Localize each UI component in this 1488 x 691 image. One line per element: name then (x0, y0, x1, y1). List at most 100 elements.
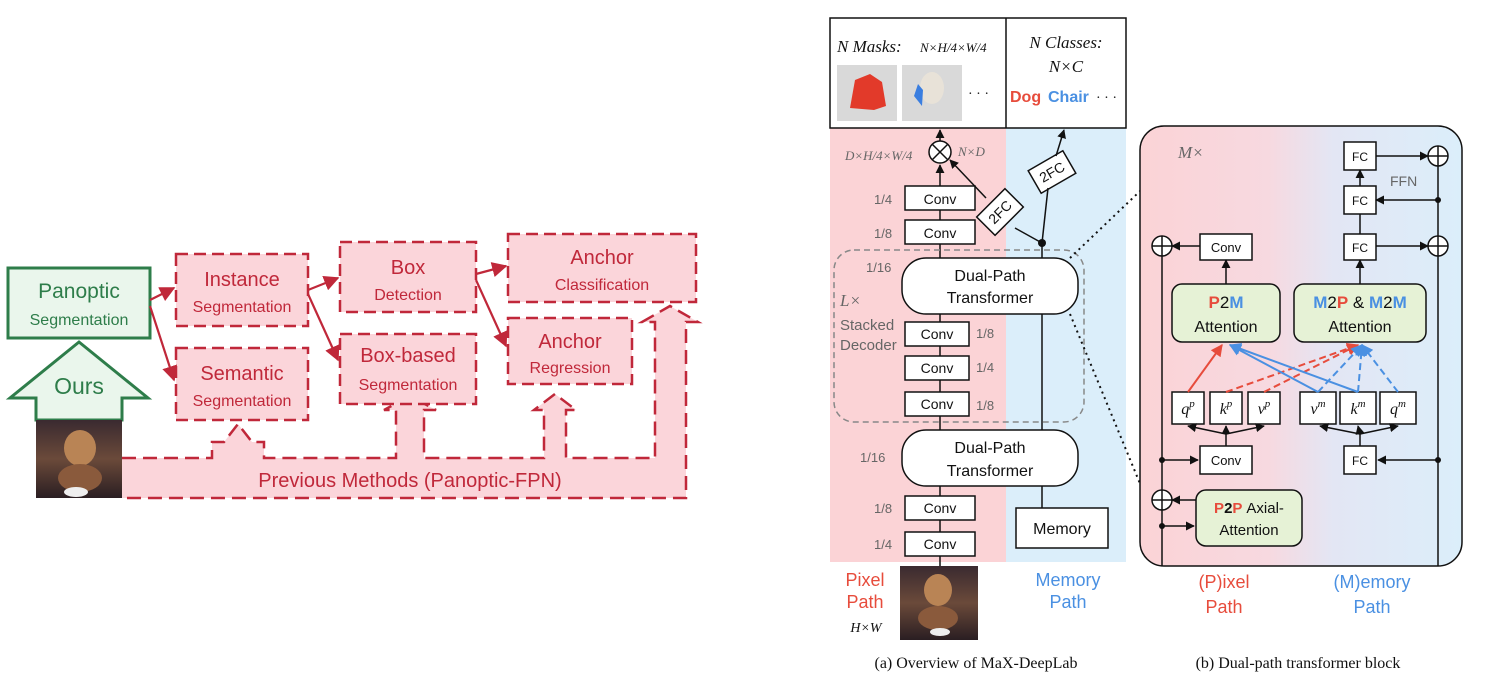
conv-dec-2 (904, 355, 970, 381)
decoder-label: Decoder (840, 337, 897, 354)
previous-methods-label: Previous Methods (Panoptic-FPN) (258, 470, 561, 492)
instance-sublabel: Segmentation (193, 299, 292, 316)
m2p-m2m-attention (1293, 283, 1427, 343)
stacked-decoder-region (833, 249, 1085, 423)
attention-label: Attention (1328, 319, 1391, 336)
axial-attention-label: Attention (1219, 522, 1278, 539)
panoptic-box (6, 266, 152, 340)
km-label: km (1350, 398, 1365, 418)
qm-label: qm (1390, 398, 1406, 418)
scale-label: 1/8 (976, 398, 994, 413)
vp-box (1247, 391, 1281, 425)
p2m-label: P2M (1209, 293, 1244, 312)
qkv-memory: vm km qm (1299, 391, 1417, 425)
semantic-sublabel: Segmentation (193, 393, 292, 410)
memory-fc-mid (1343, 233, 1377, 261)
panoptic-sublabel: Segmentation (30, 312, 129, 329)
nxd-label: N×D (957, 144, 985, 159)
anchor-cls-label: Anchor (570, 247, 634, 269)
scale-label: 1/4 (874, 192, 892, 207)
scale-label: 1/8 (976, 326, 994, 341)
box-detection-sublabel: Detection (374, 287, 442, 304)
ours-arrow (5, 340, 153, 422)
dual-path-label: Dual-Path (954, 268, 1025, 285)
stack-multiplier: L× (839, 291, 861, 310)
masks-formula: N×H/4×W/4 (919, 40, 987, 55)
dog-image (36, 420, 122, 498)
anchor-cls-sublabel: Classification (555, 277, 649, 294)
conv-label: Conv (924, 191, 957, 207)
memory-path-label: Memory (1035, 570, 1100, 590)
scale-label: 1/4 (874, 537, 892, 552)
classes-label: N Classes: (1028, 33, 1102, 52)
attention-arrows (1187, 342, 1399, 393)
memory-box (1015, 507, 1109, 549)
p2p-axial-attention (1195, 489, 1303, 547)
box-based-sublabel: Segmentation (359, 377, 458, 394)
memory-path-bg (1006, 128, 1126, 562)
conv-label: Conv (924, 536, 957, 552)
vm-label: vm (1310, 398, 1325, 418)
left-diagram: Panoptic Segmentation Ours Previous Meth… (5, 232, 703, 500)
box-detection-label: Box (391, 257, 425, 279)
dual-path-transformer-2 (901, 429, 1079, 487)
block-pixel-path-label: (P)ixel (1198, 572, 1249, 592)
memory-label: Memory (1033, 521, 1091, 538)
conv-label: Conv (924, 225, 957, 241)
scale-label: 1/8 (874, 501, 892, 516)
class-chair: Chair (1048, 89, 1089, 106)
transformer-label: Transformer (947, 463, 1034, 480)
twofc-class: 2FC (1027, 149, 1077, 195)
conv-dec-3 (904, 391, 970, 417)
ffn-label: FFN (1390, 173, 1417, 189)
vp-label: vp (1258, 398, 1271, 418)
scale-label: 1/8 (874, 226, 892, 241)
transformer-label: Transformer (947, 290, 1034, 307)
conv-1-4-top (904, 185, 976, 211)
kp-label: kp (1220, 398, 1233, 418)
block-pixel-path-sublabel: Path (1205, 597, 1242, 617)
scale-label: 1/16 (860, 450, 885, 465)
conv-dec-1 (904, 321, 970, 347)
instance-label: Instance (204, 269, 280, 291)
anchor-reg-label: Anchor (538, 331, 602, 353)
pixel-conv-bottom (1199, 445, 1253, 475)
box-detection-box (338, 240, 478, 314)
dxhw-label: D×H/4×W/4 (844, 148, 913, 163)
masks-label: N Masks: (836, 37, 902, 56)
mask-thumb-chair (902, 65, 962, 121)
dual-path-label: Dual-Path (954, 440, 1025, 457)
semantic-box (174, 346, 310, 422)
dual-path-transformer-1 (901, 257, 1079, 315)
fc-label: FC (1352, 241, 1368, 255)
classes-formula: N×C (1048, 57, 1084, 76)
panoptic-label: Panoptic (38, 280, 120, 303)
scale-label: 1/4 (976, 360, 994, 375)
qm-box (1379, 391, 1417, 425)
fc-label: FC (1352, 194, 1368, 208)
scale-label: 1/16 (866, 260, 891, 275)
pixel-path-label: Pixel (845, 570, 884, 590)
qp-label: qp (1181, 398, 1195, 418)
attention-label: Attention (1194, 319, 1257, 336)
conv-label: Conv (1211, 453, 1242, 468)
mask-thumb-dog (837, 65, 897, 121)
semantic-label: Semantic (200, 363, 283, 385)
conv-label: Conv (921, 396, 954, 412)
conv-bottom-2 (904, 531, 976, 557)
p2m-attention (1171, 283, 1281, 343)
overview-diagram: N Masks: N×H/4×W/4 · · · N Classes: N×C … (829, 17, 1127, 672)
fc-label: FC (1352, 454, 1368, 468)
stacked-label: Stacked (840, 317, 894, 334)
flow-arrows (148, 262, 508, 382)
conv-label: Conv (921, 326, 954, 342)
pixel-path-sublabel: Path (846, 592, 883, 612)
conv-label: Conv (921, 360, 954, 376)
conv-1-8-top (904, 219, 976, 245)
kp-box (1209, 391, 1243, 425)
anchor-cls-box (506, 232, 698, 304)
instance-box (174, 252, 310, 328)
block-memory-path-sublabel: Path (1353, 597, 1390, 617)
caption-a: (a) Overview of MaX-DeepLab (874, 655, 1077, 672)
